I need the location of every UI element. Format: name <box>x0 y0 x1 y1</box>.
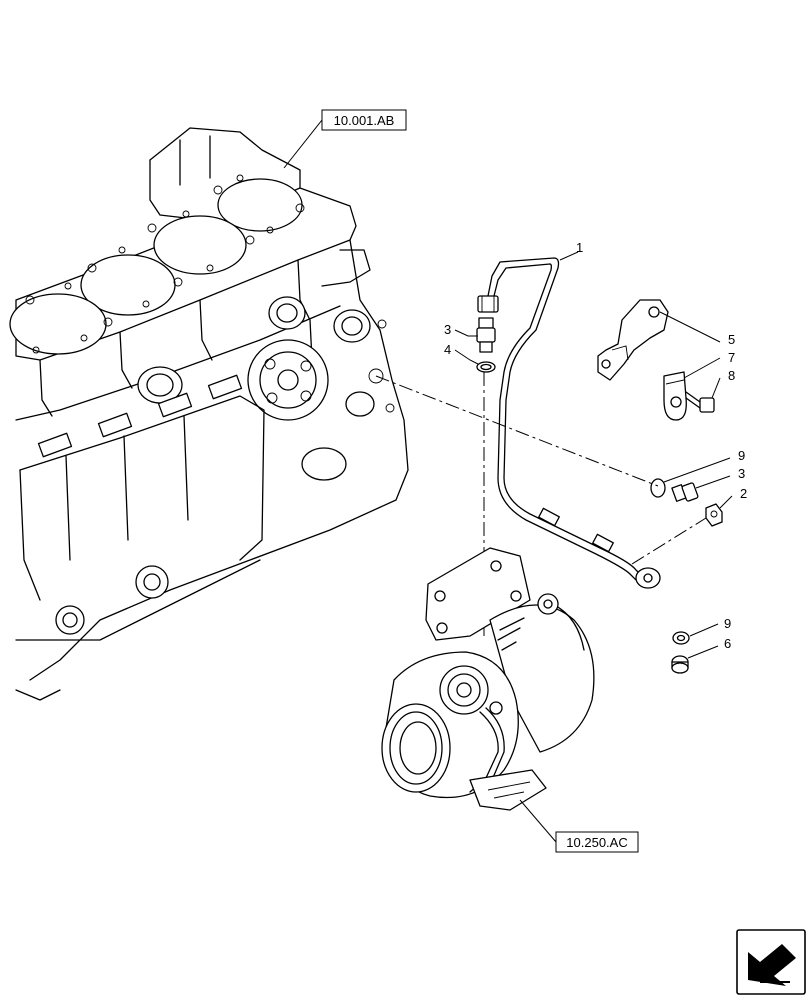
callouts: 1 3 4 5 7 8 9 3 2 9 6 <box>444 240 747 659</box>
callout-8: 8 <box>728 368 735 383</box>
callout-5: 5 <box>728 332 735 347</box>
callout-9-lower: 9 <box>724 616 731 631</box>
next-page-arrow-icon[interactable] <box>736 929 806 995</box>
reference-label-turbo[interactable]: 10.250.AC <box>566 835 627 850</box>
callout-9-middle: 9 <box>738 448 745 463</box>
callout-3-middle: 3 <box>738 466 745 481</box>
callout-2: 2 <box>740 486 747 501</box>
reference-link-turbo[interactable]: 10.250.AC <box>519 799 639 853</box>
callout-6: 6 <box>724 636 731 651</box>
elbow-fitting <box>705 503 723 527</box>
oil-feed-pipe <box>477 257 661 589</box>
turbocharger-illustration <box>381 547 595 811</box>
callout-7: 7 <box>728 350 735 365</box>
pipe-clamp <box>663 371 687 421</box>
adapter-fitting-middle <box>671 482 699 502</box>
seal-ring-middle <box>650 478 666 498</box>
clamp-bolt <box>685 391 715 413</box>
pipe-bracket <box>597 299 669 381</box>
plug-lower <box>671 655 689 674</box>
callout-3-upper: 3 <box>444 322 451 337</box>
adapter-fitting-upper <box>476 317 496 373</box>
callout-4: 4 <box>444 342 451 357</box>
engine-block-illustration <box>9 127 409 701</box>
callout-1: 1 <box>576 240 583 255</box>
reference-link-block[interactable]: 10.001.AB <box>283 109 407 169</box>
washer-lower <box>672 631 690 645</box>
assembly-center-lines <box>375 372 707 640</box>
reference-label-block[interactable]: 10.001.AB <box>334 113 395 128</box>
